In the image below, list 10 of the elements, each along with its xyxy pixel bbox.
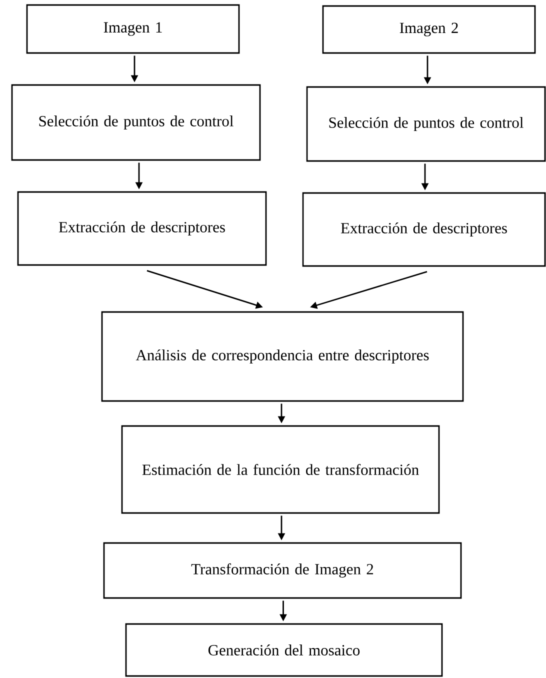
process-box: Extracción de descriptores [17,191,267,266]
process-box: Imagen 2 [322,5,536,54]
process-box: Selección de puntos de control [11,84,261,161]
process-box: Generación del mosaico [125,623,443,677]
process-box: Imagen 1 [26,4,240,54]
process-box: Análisis de correspondencia entre descriptores [101,311,464,402]
process-box: Extracción de descriptores [302,192,546,267]
process-box: Estimación de la función de transformación [121,425,440,514]
process-box: Selección de puntos de control [306,86,546,162]
process-box: Transformación de Imagen 2 [103,542,462,599]
